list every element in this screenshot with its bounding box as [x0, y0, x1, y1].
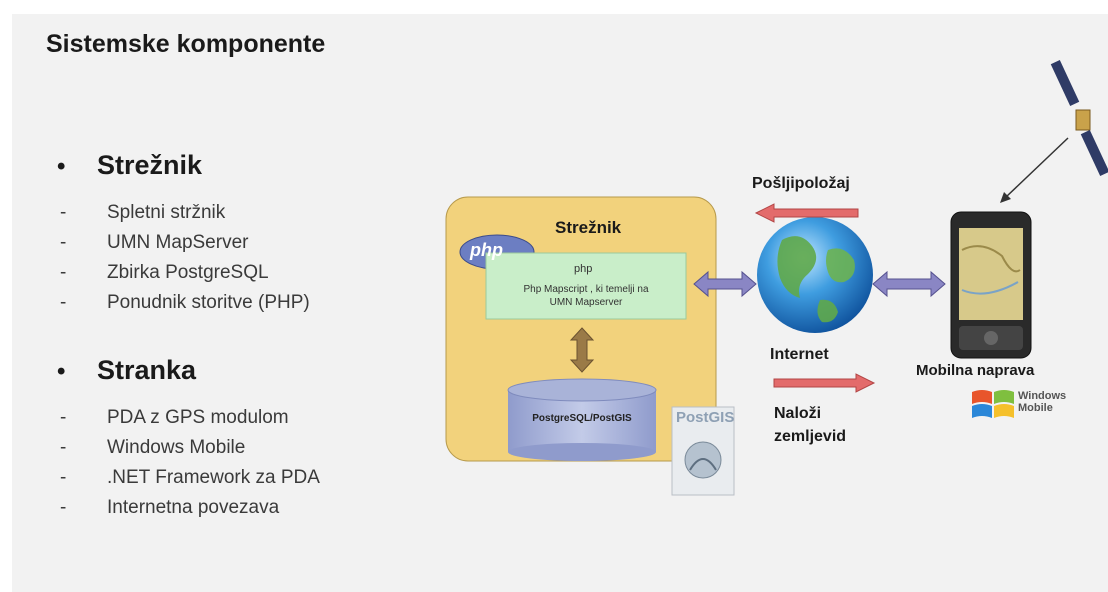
- section-heading-text: Stranka: [97, 355, 197, 385]
- internet-label: Internet: [770, 346, 829, 363]
- section-heading-server: • Strežnik: [57, 150, 202, 181]
- section-heading-text: Strežnik: [97, 150, 203, 180]
- bullet-icon: •: [57, 153, 66, 180]
- php-logo-text: php: [470, 240, 503, 260]
- php-mapscript-box: [485, 252, 687, 320]
- mobile-device-label: Mobilna naprava: [916, 362, 1035, 379]
- server-internet-arrow-icon: [693, 270, 757, 298]
- windows-mobile-logo-text: Windows Mobile: [1018, 390, 1067, 414]
- section-heading-client: • Stranka: [57, 355, 196, 386]
- database-label: PostgreSQL/PostGIS: [532, 413, 632, 424]
- client-component-list: -PDA z GPS modulom -Windows Mobile -.NET…: [60, 403, 320, 523]
- vertical-double-arrow-icon: [569, 327, 595, 373]
- list-item: -Zbirka PostgreSQL: [60, 262, 269, 283]
- list-item: -Ponudnik storitve (PHP): [60, 292, 310, 313]
- slide-title: Sistemske komponente: [46, 30, 326, 58]
- list-item: -UMN MapServer: [60, 232, 249, 253]
- php-box-title: php: [574, 263, 593, 275]
- php-box-text-line1: Php Mapscript , ki temelji na: [523, 284, 649, 295]
- bullet-icon: •: [57, 358, 66, 385]
- satellite-signal-line: [1005, 137, 1069, 198]
- globe-icon: [757, 217, 873, 333]
- send-position-label: Pošljipoložaj: [752, 175, 850, 192]
- load-map-arrow-icon: [773, 373, 876, 393]
- load-map-label-line2: zemljevid: [774, 428, 847, 445]
- postgis-logo-text: PostGIS: [676, 409, 735, 426]
- php-box-text-line2: UMN Mapserver: [549, 297, 623, 308]
- list-item: -Internetna povezava: [60, 497, 280, 518]
- send-position-arrow-icon: [754, 203, 859, 223]
- list-item: -.NET Framework za PDA: [60, 467, 320, 488]
- list-item: -Windows Mobile: [60, 437, 246, 458]
- server-component-list: -Spletni stržnik -UMN MapServer -Zbirka …: [60, 198, 310, 318]
- windows-flag-icon: [972, 390, 1014, 418]
- internet-mobile-arrow-icon: [872, 270, 946, 298]
- satellite-icon: [1050, 60, 1108, 176]
- server-panel-title: Strežnik: [555, 218, 622, 237]
- list-item: -Spletni stržnik: [60, 202, 226, 223]
- load-map-label-line1: Naloži: [774, 405, 822, 422]
- list-item: -PDA z GPS modulom: [60, 407, 289, 428]
